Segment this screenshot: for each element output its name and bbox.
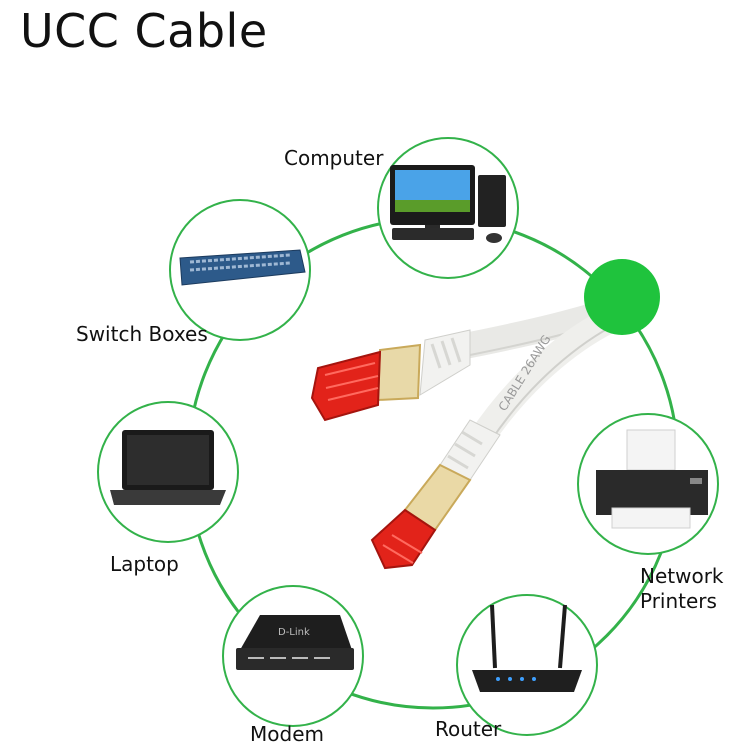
- node-switch: [169, 199, 311, 341]
- label-computer: Computer: [284, 146, 384, 170]
- diagram-title: UCC Cable: [20, 4, 268, 58]
- printer-icon: [596, 470, 708, 515]
- tower-icon: [478, 175, 506, 227]
- label-modem: Modem: [250, 722, 324, 746]
- rj45-connector-red: [370, 508, 437, 570]
- keyboard-icon: [392, 228, 474, 240]
- router-icon: [472, 670, 582, 692]
- modem-icon: [240, 615, 352, 650]
- rj45-connector-red: [310, 350, 382, 422]
- modem-brand-text: D-Link: [278, 627, 310, 638]
- network-switch-icon: [179, 249, 306, 286]
- label-network-printers-line2: Printers: [640, 589, 717, 613]
- ethernet-cable-illustration: CABLE 26AWG: [310, 287, 653, 570]
- label-switch-boxes: Switch Boxes: [76, 322, 208, 346]
- label-network-printers-line1: Network: [640, 564, 724, 588]
- node-router: [456, 594, 598, 736]
- node-laptop: [97, 401, 239, 543]
- hub-dot: [584, 259, 660, 335]
- label-router: Router: [435, 717, 502, 741]
- node-modem: D-Link: [222, 585, 364, 727]
- node-computer: [377, 137, 519, 279]
- label-laptop: Laptop: [110, 552, 179, 576]
- node-printer: [577, 413, 719, 555]
